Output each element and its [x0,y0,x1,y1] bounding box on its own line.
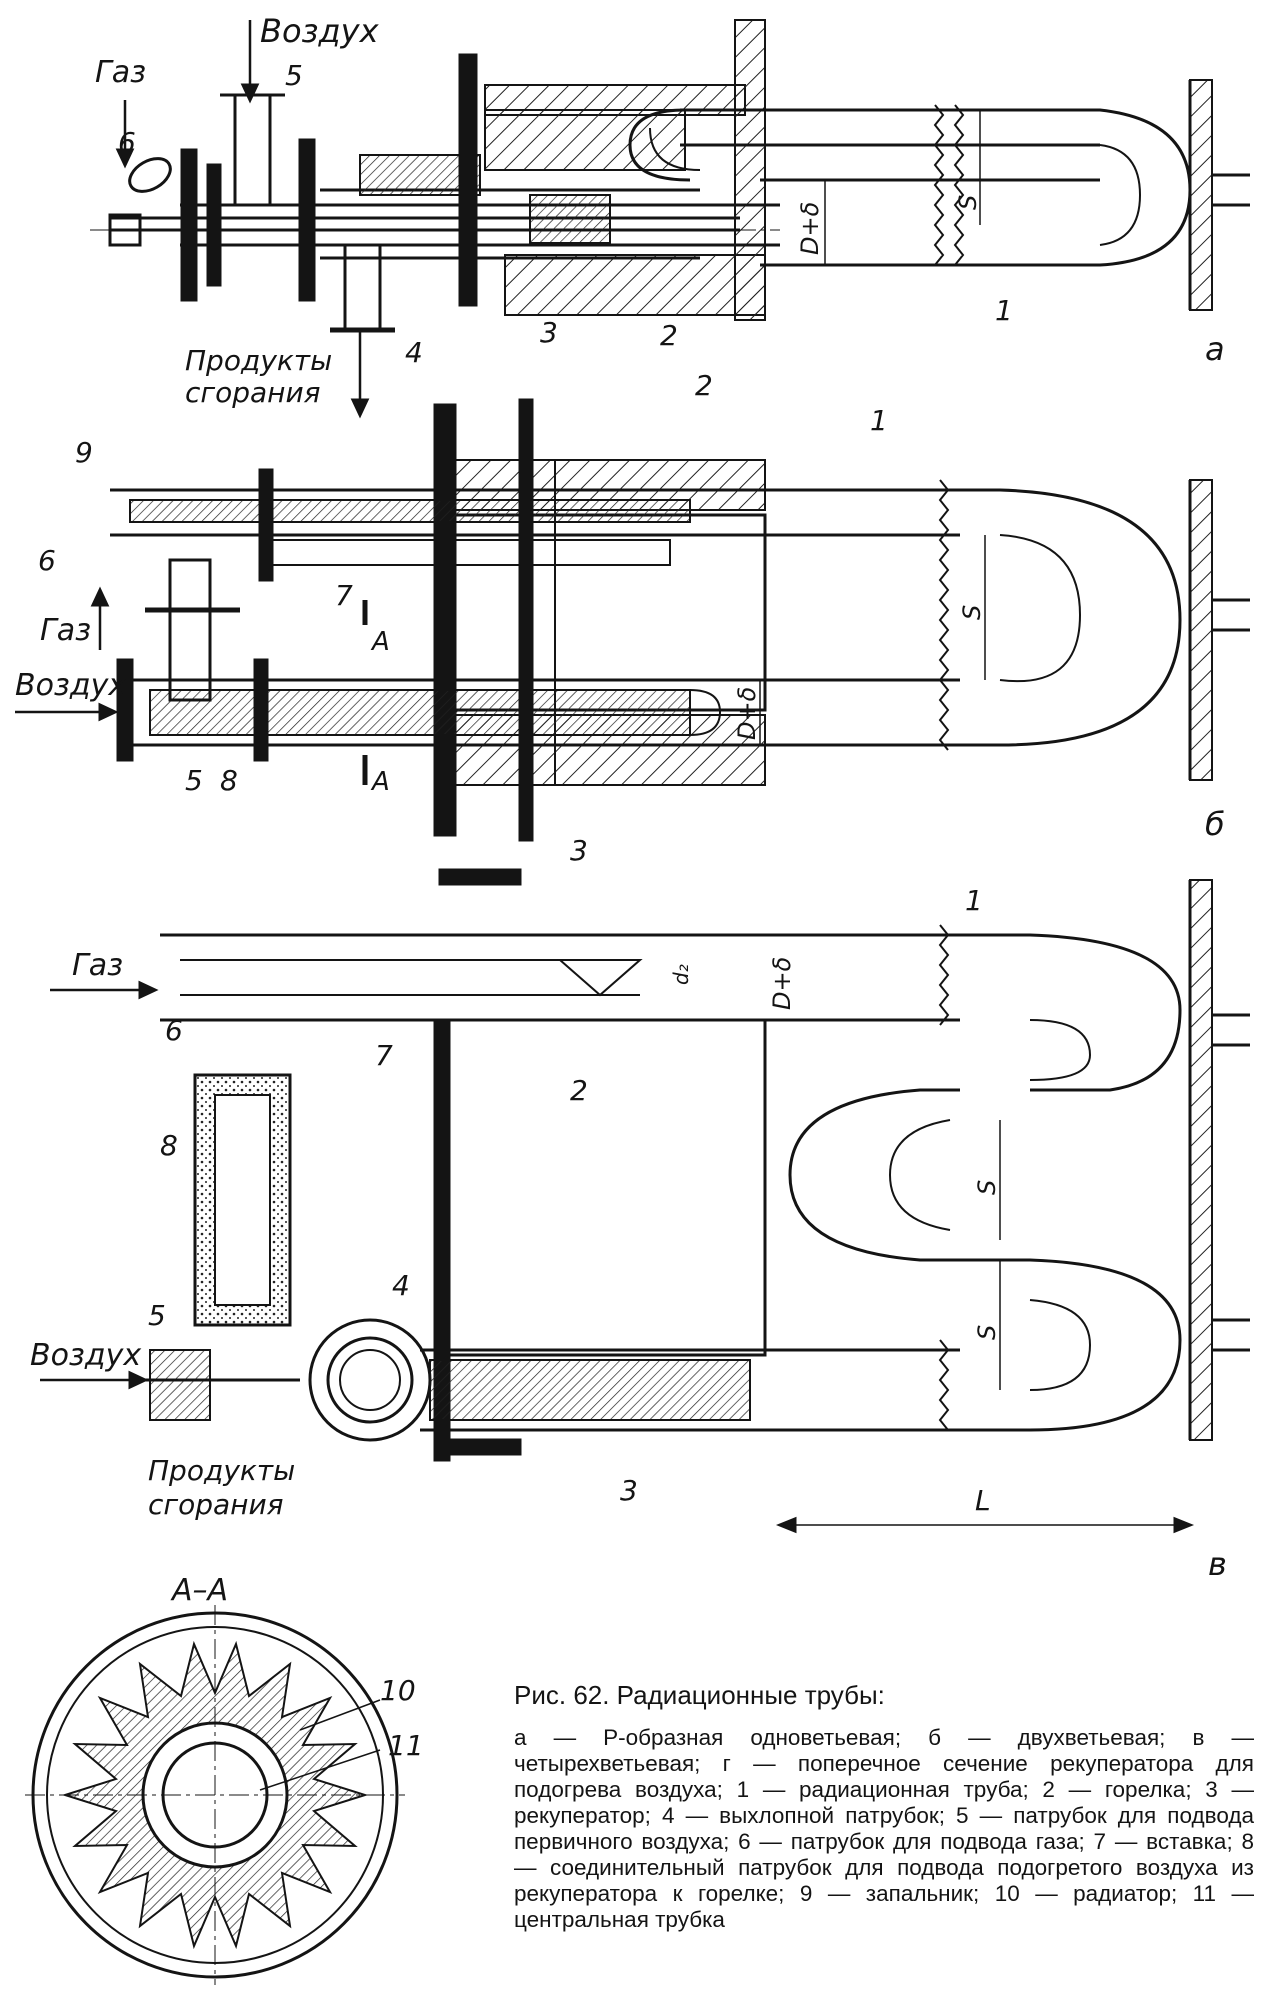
b-air-label: Воздух [15,668,126,703]
c-air-label: Воздух [30,1338,141,1373]
a-label-4: 4 [405,336,423,369]
right-wall [1189,879,1213,1441]
diagram-a [90,19,1250,419]
b-label-6: 6 [38,544,56,577]
a-air-label: Воздух [260,12,380,50]
b-dim-s: S [958,605,986,620]
b-label-5: 5 [185,764,203,797]
a-label-6: 6 [118,126,136,159]
section-label-10: 10 [380,1674,416,1707]
c-label-5: 5 [148,1299,166,1332]
c-label-3: 3 [620,1474,638,1507]
c-label-7: 7 [375,1039,393,1072]
a-label-3: 3 [540,316,558,349]
c-label-6: 6 [165,1014,183,1047]
c-dim-l: L [975,1484,991,1517]
b-label-8: 8 [220,764,238,797]
wall-block [438,1438,522,1456]
c-dim-s-lower: S [973,1325,1001,1340]
a-label-2: 2 [660,319,678,352]
right-wall [1189,479,1213,781]
wall-block [443,1018,767,1357]
c-dim-dr: d₂ [669,964,693,985]
diagram-b [15,398,1250,842]
wall-block [438,868,522,886]
a-dim-s: S [954,195,982,210]
c-products-label-2: сгорания [148,1488,284,1521]
wall-block [433,403,457,837]
a-gas-label: Газ [95,55,146,90]
wall-block [484,109,686,171]
b-letter: б [1205,805,1225,843]
a-label-5: 5 [285,59,303,92]
a-products-label-2: сгорания [185,376,321,409]
b-label-9: 9 [75,436,93,469]
caption-title: Рис. 62. Радиационные трубы: [514,1680,885,1710]
c-letter: в [1208,1545,1227,1583]
b-label-2: 2 [695,369,713,402]
c-label-2: 2 [570,1074,588,1107]
section-a-a [25,1605,405,1985]
diagram-c [40,868,1250,1534]
c-label-8: 8 [160,1129,178,1162]
section-label-11: 11 [388,1729,424,1762]
b-gas-label: Газ [40,613,91,648]
a-letter: а [1205,330,1225,368]
wall-block [734,19,766,321]
c-gas-label: Газ [72,948,123,983]
figure-caption: Рис. 62. Радиационные трубы: а — Р-образ… [514,1680,1254,1933]
wall-block [504,254,766,316]
b-label-3: 3 [570,834,588,867]
c-dim-d: D+δ [768,957,796,1010]
c-label-4: 4 [392,1269,410,1302]
right-wall [1189,79,1213,311]
c-dim-s-upper: S [973,1180,1001,1195]
b-section-a-bottom: A [370,767,390,797]
caption-text: а — Р-образная одноветьевая; б — двухвет… [514,1725,1254,1932]
a-dim-d: D+δ [796,202,824,255]
b-label-7: 7 [335,579,353,612]
b-label-1: 1 [870,404,888,437]
c-label-1: 1 [965,884,983,917]
section-title: A–A [170,1573,228,1608]
c-products-label: Продукты [148,1454,295,1487]
b-section-a-top: A [370,627,390,657]
b-dim-d: D+δ [733,687,761,740]
a-products-label: Продукты [185,344,332,377]
a-label-1: 1 [995,294,1013,327]
